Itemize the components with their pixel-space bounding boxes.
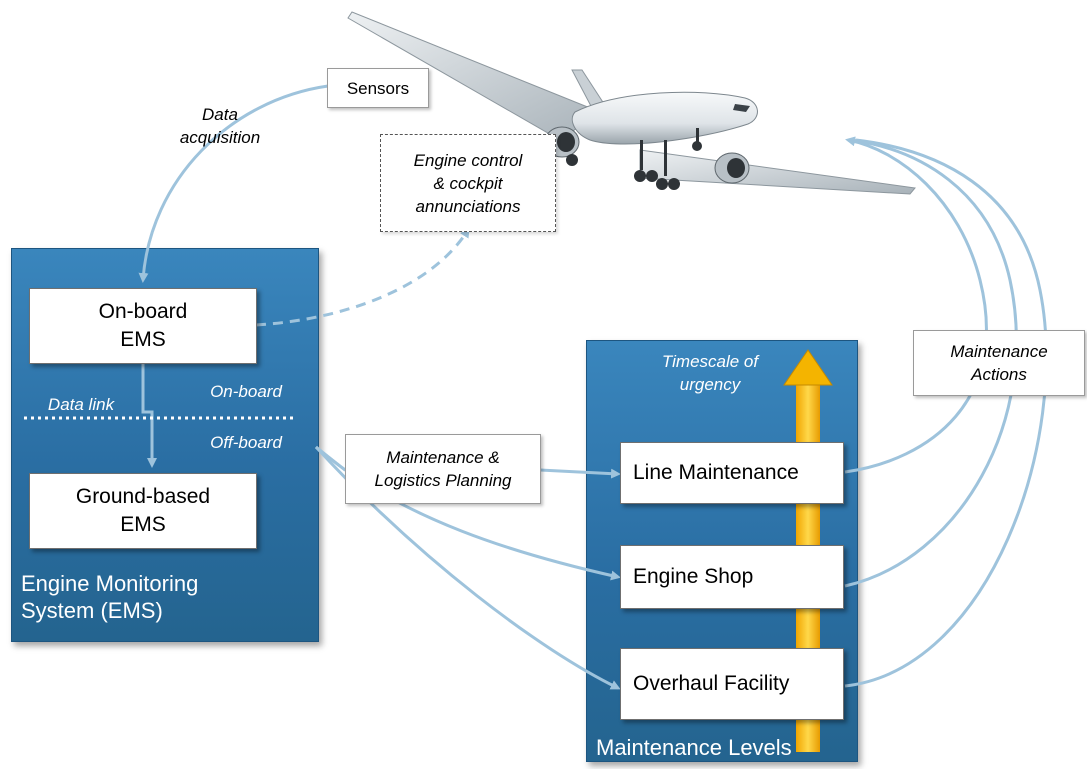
engine-shop-box: Engine Shop [620, 545, 844, 609]
line-action-curve [844, 136, 988, 474]
maintenance-actions-box: Maintenance Actions [913, 330, 1085, 396]
maintenance-levels-caption: Maintenance Levels [596, 735, 792, 760]
fuselage [571, 91, 758, 145]
shop-action-curve [844, 138, 1018, 588]
overhaul-action-curve [844, 138, 1048, 688]
timescale-label: Timescale of urgency [661, 352, 759, 394]
near-wing [639, 149, 916, 195]
overhaul-facility-box: Overhaul Facility [620, 648, 844, 720]
data-link-arrow [141, 363, 157, 468]
data-acquisition-label: Data acquisition [179, 105, 261, 147]
ground-ems-box: Ground-based EMS [29, 473, 257, 549]
maintenance-planning-box: Maintenance & Logistics Planning [345, 434, 541, 504]
onboard-ems-box: On-board EMS [29, 288, 257, 364]
planning-line-arrow [539, 468, 621, 479]
engine-control-arrow [255, 227, 470, 327]
sensors-box: Sensors [327, 68, 429, 108]
off-board-label: Off-board [210, 433, 282, 452]
data-link-label: Data link [47, 395, 115, 414]
data-acquisition-arrow [138, 84, 329, 283]
line-maintenance-box: Line Maintenance [620, 442, 844, 504]
ems-panel-caption: Engine Monitoring System (EMS) [21, 571, 199, 623]
aircraft-illustration [347, 11, 916, 195]
engine-control-box: Engine control & cockpit annunciations [380, 134, 556, 232]
on-board-label: On-board [210, 382, 282, 401]
